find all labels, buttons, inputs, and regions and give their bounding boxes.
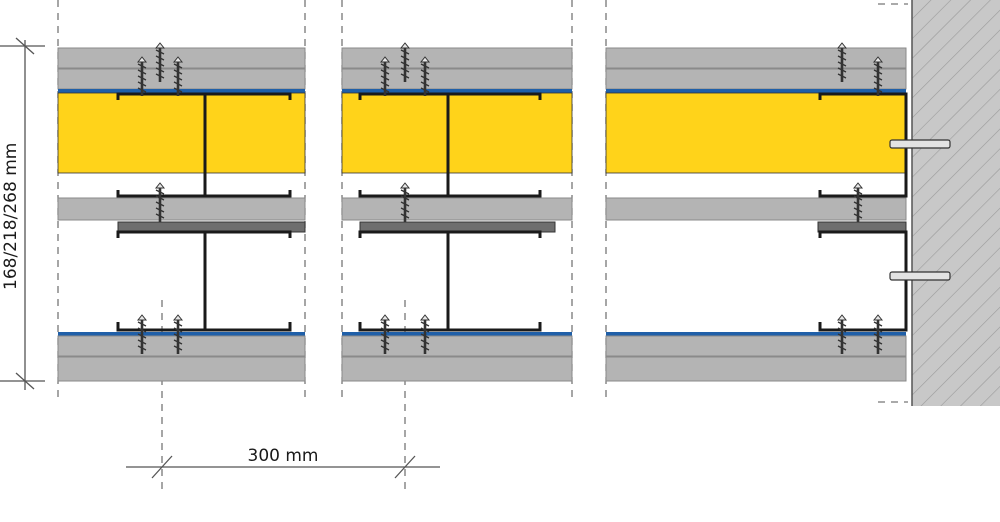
wall-section-2 [341,41,573,382]
vertical-dimension-label: 168/218/268 mm [1,143,21,290]
vapour-barrier [342,332,572,336]
wall-section-1 [57,41,306,382]
board-bottom [57,335,306,357]
vapour-barrier [58,332,305,336]
board-bottom [341,356,573,382]
vapour-barrier [606,89,906,93]
insulation [57,92,306,174]
board-middle [605,197,907,221]
board-bottom [57,356,306,382]
board-bottom [341,335,573,357]
anchor-icon [889,139,951,281]
insulation [341,92,573,174]
board-top [57,47,306,69]
board-top [605,47,907,69]
board-top [341,68,573,90]
wall-section-3 [605,41,951,382]
board-bottom [605,356,907,382]
vertical-dimension [0,37,45,390]
steel-profile [358,92,542,332]
vapour-barrier [606,332,906,336]
steel-profile [116,92,292,332]
board-top [341,47,573,69]
concrete-wall [911,0,1000,406]
board-middle [341,197,573,221]
board-top [605,68,907,90]
board-bottom [605,335,907,357]
insulation [605,92,907,174]
horizontal-dimension [126,455,440,479]
horizontal-dimension-label: 300 mm [248,446,319,466]
vapour-barrier [342,89,572,93]
board-middle [57,197,306,221]
